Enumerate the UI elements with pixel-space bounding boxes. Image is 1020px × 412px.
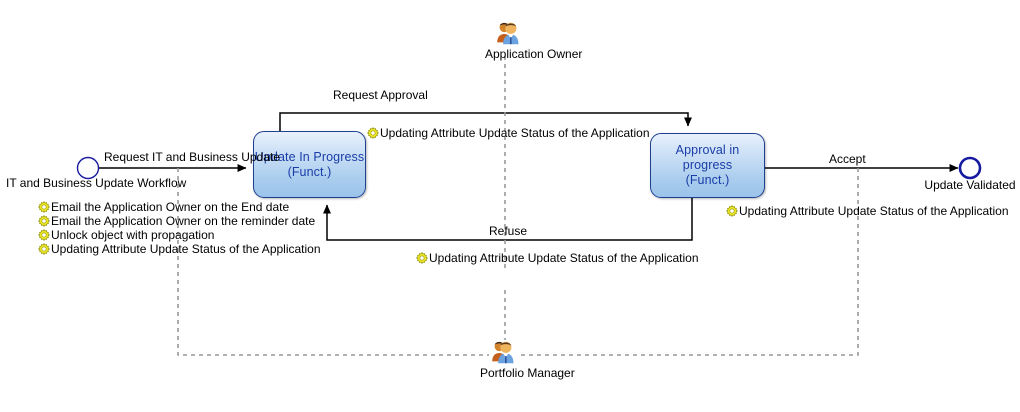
- action-row-updating-attribute-request-approval: Updating Attribute Update Status of the …: [367, 126, 650, 140]
- action-row-updating-attribute-refuse: Updating Attribute Update Status of the …: [416, 251, 699, 265]
- flow-refuse: [323, 198, 693, 241]
- transition-label-refuse: Refuse: [489, 224, 528, 238]
- action-row-email-owner-reminder-date: Email the Application Owner on the remin…: [38, 214, 315, 228]
- gear-icon: [367, 127, 379, 139]
- gear-icon: [38, 215, 50, 227]
- gear-icon: [416, 252, 428, 264]
- start-node-circle: [76, 156, 100, 180]
- action-label: Updating Attribute Update Status of the …: [739, 204, 1009, 218]
- action-label: Email the Application Owner on the End d…: [51, 200, 290, 214]
- actor-portfolio-manager-label: Portfolio Manager: [480, 366, 575, 380]
- transition-label-request-approval: Request Approval: [333, 88, 428, 102]
- activity-update-in-progress[interactable]: Update In Progress (Funct.): [253, 131, 366, 198]
- users-actor-icon: [492, 341, 514, 364]
- actor-application-owner-label: Application Owner: [485, 47, 583, 61]
- action-label: Unlock object with propagation: [51, 228, 215, 242]
- association-portfolio-manager-right: [521, 168, 859, 356]
- users-actor-icon: [497, 22, 519, 45]
- gear-icon: [726, 205, 738, 217]
- transition-label-accept: Accept: [829, 152, 866, 166]
- flow-request-approval: [279, 112, 692, 131]
- gear-icon: [38, 201, 50, 213]
- end-node-label: Update Validated: [924, 178, 1016, 192]
- activity-approval-in-progress[interactable]: Approval in progress (Funct.): [650, 133, 765, 198]
- actor-portfolio-manager[interactable]: Portfolio Manager: [480, 337, 575, 380]
- start-node-label: IT and Business Update Workflow: [6, 176, 187, 190]
- activity-approval-in-progress-label: Approval in progress (Funct.): [675, 143, 740, 187]
- action-label: Email the Application Owner on the remin…: [51, 214, 316, 228]
- action-row-email-owner-end-date: Email the Application Owner on the End d…: [38, 200, 289, 214]
- transition-label-request-it-and-business-update: Request IT and Business Update: [104, 150, 280, 164]
- association-portfolio-manager-left: [177, 168, 489, 356]
- gear-icon: [38, 243, 50, 255]
- action-label: Updating Attribute Update Status of the …: [51, 242, 321, 256]
- action-row-unlock-object-with-propagation: Unlock object with propagation: [38, 228, 214, 242]
- end-node-circle: [958, 156, 982, 180]
- action-row-updating-attribute-start: Updating Attribute Update Status of the …: [38, 242, 321, 256]
- activity-update-in-progress-label: Update In Progress (Funct.): [254, 149, 365, 179]
- action-row-updating-attribute-accept: Updating Attribute Update Status of the …: [726, 204, 1009, 218]
- actor-application-owner[interactable]: Application Owner: [485, 18, 583, 61]
- action-label: Updating Attribute Update Status of the …: [429, 251, 699, 265]
- action-label: Updating Attribute Update Status of the …: [380, 126, 650, 140]
- gear-icon: [38, 229, 50, 241]
